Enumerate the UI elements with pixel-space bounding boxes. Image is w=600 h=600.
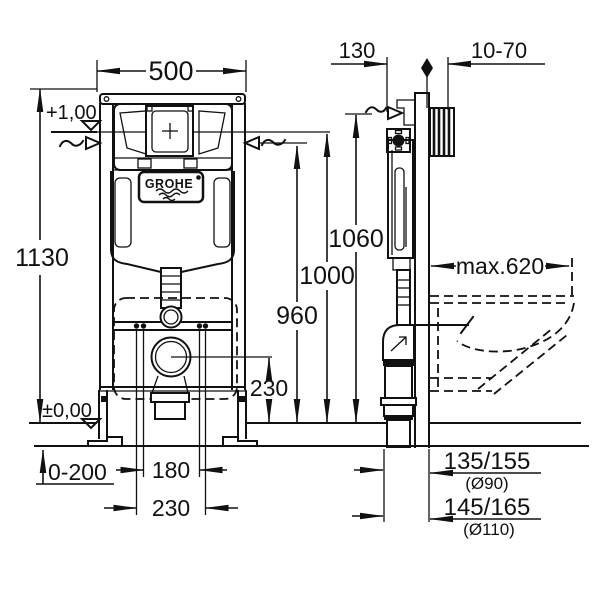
- brand-name: GROHE: [145, 177, 193, 191]
- mounting-rod: [413, 315, 475, 335]
- dim-flush-plate-height: 960: [276, 145, 318, 423]
- wall-spacer-block: [429, 107, 455, 157]
- level-mark-floor: ±0,00: [29, 400, 589, 447]
- wall-break-left-icon: [58, 135, 103, 151]
- dim-drain-90: 135/155 (Ø90): [354, 448, 541, 522]
- dim-reference-height: 1000: [299, 133, 355, 423]
- wall-plane-diamond-icon: [421, 58, 433, 108]
- svg-text:0-200: 0-200: [48, 459, 107, 485]
- dimension-annotations: 500 1130 +1,00 960 1000: [15, 38, 589, 539]
- wall-break-top-icon: [364, 105, 405, 121]
- svg-text:max.620: max.620: [456, 253, 544, 279]
- svg-text:+1,00: +1,00: [46, 102, 97, 124]
- dim-drain-110: 145/165 (Ø110): [352, 494, 541, 539]
- cistern-top: [113, 103, 233, 171]
- level-triangle-icon: [79, 120, 103, 132]
- svg-text:130: 130: [339, 38, 376, 63]
- svg-text:500: 500: [148, 56, 193, 86]
- svg-text:1130: 1130: [15, 244, 69, 272]
- svg-text:(Ø90): (Ø90): [465, 474, 508, 493]
- cistern-side-profile: [387, 139, 414, 326]
- svg-text:230: 230: [152, 495, 190, 521]
- grohe-logo: GROHE: [137, 170, 205, 204]
- dim-fixing-inner: 180: [116, 457, 227, 483]
- svg-text:960: 960: [276, 302, 318, 330]
- dim-frame-height: 1130: [15, 88, 97, 423]
- svg-text:180: 180: [152, 457, 190, 483]
- fixing-extension-lines: [135, 331, 207, 515]
- svg-text:±0,00: ±0,00: [42, 400, 92, 422]
- wc-bowl-outline: [430, 258, 575, 395]
- level-mark-upper: +1,00: [46, 102, 330, 133]
- side-view: [364, 58, 575, 448]
- wall-break-right-icon: [242, 135, 287, 151]
- svg-text:1000: 1000: [299, 262, 355, 290]
- flush-plate-window: [151, 110, 189, 153]
- svg-text:10-70: 10-70: [471, 38, 527, 63]
- svg-text:(Ø110): (Ø110): [463, 520, 515, 539]
- dim-fixing-outer: 230: [104, 495, 238, 521]
- svg-text:145/165: 145/165: [444, 494, 531, 521]
- svg-text:1060: 1060: [328, 225, 384, 253]
- dim-outlet-height: 230: [250, 357, 288, 423]
- svg-text:230: 230: [250, 375, 288, 401]
- front-view: GROHE: [58, 93, 307, 515]
- drain-elbow: [380, 324, 417, 448]
- outlet-box: [150, 375, 190, 420]
- wave-lines-icon: [155, 188, 189, 202]
- protection-cover-outline: [113, 297, 238, 400]
- registered-mark-icon: [196, 175, 201, 180]
- dim-frame-width: 500: [96, 56, 247, 92]
- flush-pipe: [160, 267, 182, 309]
- dim-bowl-depth: max.620: [430, 253, 570, 279]
- cistern-tank: [109, 171, 236, 309]
- dim-foot-adjustment: 0-200: [36, 449, 114, 485]
- dim-wall-clearance: 10-70: [447, 38, 545, 110]
- dim-frame-depth: 130: [331, 38, 388, 112]
- dim-frame-top-height: 1060: [328, 113, 384, 423]
- svg-text:135/155: 135/155: [444, 448, 531, 475]
